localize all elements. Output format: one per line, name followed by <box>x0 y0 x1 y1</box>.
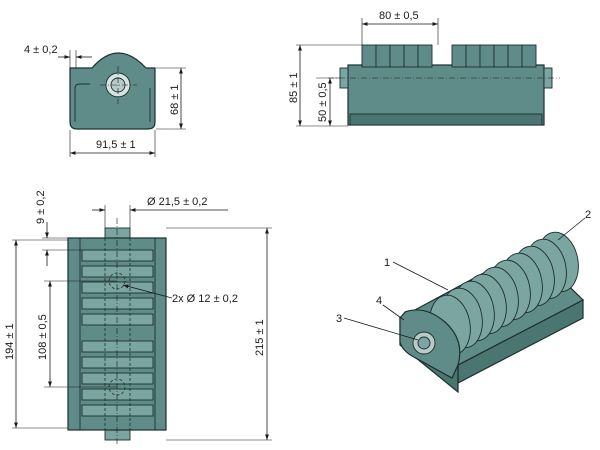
dim-length-total: 215 ± 1 <box>254 319 266 356</box>
dim-hole-spacing: 108 ± 0,5 <box>37 314 49 360</box>
dim-length-fins: 80 ± 0,5 <box>379 10 419 22</box>
dim-height-front: 68 ± 1 <box>169 84 181 115</box>
callout-1: 1 <box>384 257 390 269</box>
dim-axis-height: 50 ± 0,5 <box>317 82 329 122</box>
isometric-view: 1 2 3 4 <box>336 209 591 394</box>
callout-3: 3 <box>336 313 342 325</box>
dim-width-front: 91,5 ± 1 <box>96 139 136 151</box>
iso-shaft-inner <box>417 336 431 350</box>
iso-fins <box>429 231 579 356</box>
top-view: Ø 21,5 ± 0,2 2x Ø 12 ± 0,2 9 ± 0,2 194 ±… <box>4 190 272 445</box>
callout-2: 2 <box>585 209 591 221</box>
front-view-inner-outline <box>74 83 90 122</box>
dim-length-inner: 194 ± 1 <box>4 323 16 360</box>
dim-height-total: 85 ± 1 <box>288 72 300 103</box>
top-fins <box>81 249 154 417</box>
dim-top-offset: 9 ± 0,2 <box>35 190 47 224</box>
side-fins <box>361 44 537 68</box>
dim-hole-diameter: 2x Ø 12 ± 0,2 <box>172 293 238 305</box>
side-view: 80 ± 0,5 85 ± 1 50 ± 0,5 <box>288 10 560 127</box>
dim-shaft-diameter: Ø 21,5 ± 0,2 <box>147 196 207 208</box>
dim-hole-offset: 4 ± 0,2 <box>24 44 58 56</box>
front-view: 4 ± 0,2 91,5 ± 1 68 ± 1 <box>24 44 186 157</box>
callout-4: 4 <box>376 295 382 307</box>
